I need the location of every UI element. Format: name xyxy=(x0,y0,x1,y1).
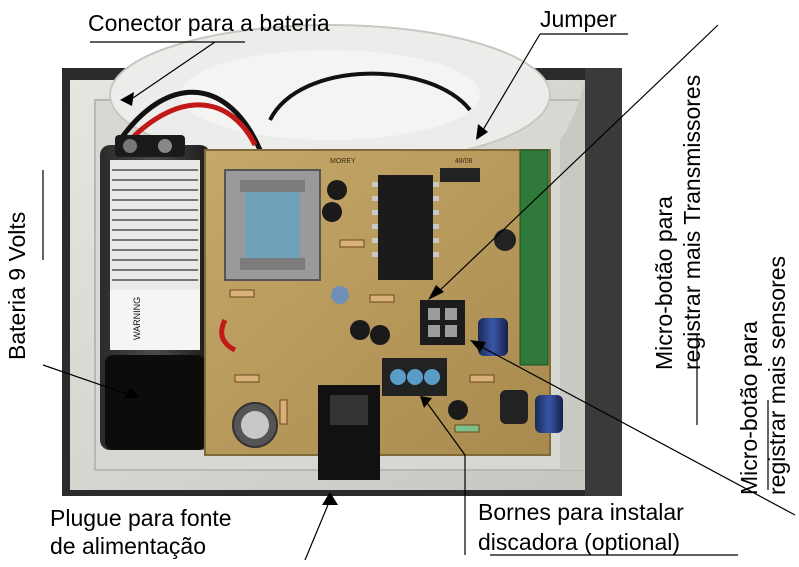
black-wire xyxy=(117,89,263,151)
label-battery-connector: Conector para a bateria xyxy=(88,10,330,36)
label-terminals: Bornes para instalar discadora (optional… xyxy=(478,497,684,557)
battery-9v: WARNING xyxy=(100,135,210,450)
battery-warning-text: WARNING xyxy=(132,297,142,340)
label-terminals-line1: Bornes para instalar xyxy=(478,499,684,525)
label-micro-button-transmitters: Micro-botão para registrar mais Transmis… xyxy=(650,75,706,370)
svg-text:48/08: 48/08 xyxy=(455,158,473,165)
label-terminals-line2: discadora (optional) xyxy=(478,529,681,555)
jumper-header xyxy=(440,168,480,182)
label-micro-button-sensors-line1: Micro-botão para xyxy=(736,321,762,495)
red-wire xyxy=(128,102,258,147)
label-micro-button-sensors: Micro-botão para registrar mais sensores xyxy=(735,256,791,495)
label-jumper: Jumper xyxy=(540,6,617,32)
rf-module xyxy=(519,149,549,366)
capacitor xyxy=(478,318,508,356)
label-power-plug: Plugue para fonte de alimentação xyxy=(50,504,232,560)
pcb-board: MOREY 48/08 xyxy=(204,149,563,456)
micro-switch xyxy=(420,300,465,345)
label-micro-button-transmitters-line2: registrar mais Transmissores xyxy=(679,74,705,370)
label-micro-button-transmitters-line1: Micro-botão para xyxy=(651,196,677,370)
label-power-plug-line1: Plugue para fonte xyxy=(50,505,232,531)
screw xyxy=(331,286,349,304)
ic-chip xyxy=(378,175,433,280)
label-micro-button-sensors-line2: registrar mais sensores xyxy=(764,255,790,495)
label-battery: Bateria 9 Volts xyxy=(4,211,30,360)
label-power-plug-line2: de alimentação xyxy=(50,533,206,559)
svg-text:MOREY: MOREY xyxy=(330,158,356,165)
